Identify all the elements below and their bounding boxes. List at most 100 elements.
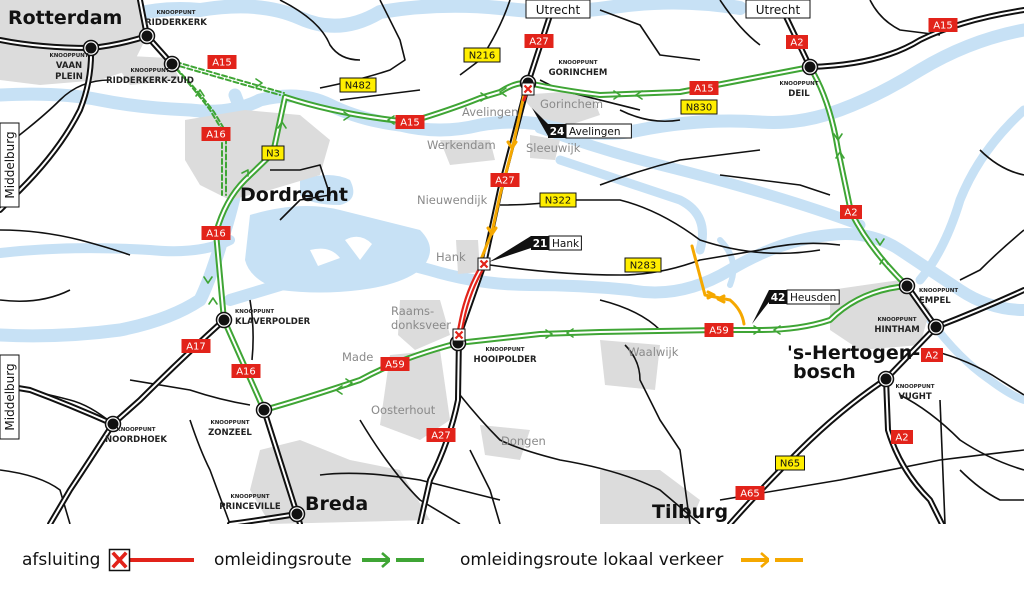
svg-text:KNOOPPUNT: KNOOPPUNT [49,53,88,59]
legend-local-detour: omleidingsroute lokaal verkeer [460,548,805,572]
svg-text:RIDDERKERK: RIDDERKERK [145,18,207,28]
svg-text:NOORDHOEK: NOORDHOEK [105,435,167,445]
svg-text:A2: A2 [790,38,803,49]
svg-text:21: 21 [533,238,548,250]
svg-text:GORINCHEM: GORINCHEM [549,68,608,78]
road-shield-n482: N482 [339,77,377,93]
road-shield-a2: A2 [891,430,913,444]
junction-dot-ridderkerk-zuid [163,55,181,73]
svg-text:Avelingen: Avelingen [569,126,621,138]
junction-dot-princeville [288,505,306,523]
svg-text:KNOOPPUNT: KNOOPPUNT [116,427,155,433]
junction-label: KNOOPPUNT RIDDERKERK [145,10,207,28]
svg-text:RIDDERKERK-ZUID: RIDDERKERK-ZUID [106,76,194,86]
junction-dot-deil [801,58,819,76]
road-shield-a16: A16 [231,364,261,378]
junction-dot-klaverpolder [215,311,233,329]
svg-text:N65: N65 [780,459,800,470]
svg-text:KNOOPPUNT: KNOOPPUNT [919,288,958,294]
town-label: Hank [436,250,466,264]
city-label: Rotterdam [8,7,122,29]
town-label: Sleeuwijk [526,141,581,155]
city-label: Tilburg [652,501,728,523]
svg-text:N830: N830 [686,103,713,114]
svg-text:KNOOPPUNT: KNOOPPUNT [156,10,195,16]
svg-text:A27: A27 [529,37,549,48]
svg-text:A16: A16 [206,229,226,240]
svg-text:PRINCEVILLE: PRINCEVILLE [219,502,281,512]
junction-dot-ridderkerk [138,27,156,45]
svg-text:A59: A59 [385,360,405,371]
svg-text:KNOOPPUNT: KNOOPPUNT [130,68,169,74]
road-shield-n3: N3 [261,145,285,161]
svg-text:EMPEL: EMPEL [919,296,951,306]
detour-map: AvelingenGorinchemWerkendamSleeuwijkNieu… [0,0,1024,524]
junction-dot-vught [877,370,895,388]
road-shield-n830: N830 [680,99,718,115]
svg-text:42: 42 [771,292,786,304]
road-shield-a2: A2 [786,35,808,49]
junction-dot-noordhoek [104,415,122,433]
svg-text:KNOOPPUNT: KNOOPPUNT [210,420,249,426]
local-detour-arrow-icon [741,552,804,568]
road-shield-n65: N65 [775,455,805,471]
junction-dot-hintham [927,318,945,336]
city-label: 's-Hertogen- [787,342,920,364]
town-label: Nieuwendijk [417,193,488,207]
exit-label-avelingen: 24 Avelingen [532,108,632,139]
destination-sign-middelburg: Middelburg [0,122,20,208]
legend-local-detour-label: omleidingsroute lokaal verkeer [460,550,724,570]
road-shield-n283: N283 [624,257,662,273]
closure-markers [452,82,535,342]
svg-text:PLEIN: PLEIN [55,72,83,82]
road-shield-a16: A16 [201,127,231,141]
junction-dot-empel [898,277,916,295]
town-label: Werkendam [427,138,496,152]
svg-text:A15: A15 [212,58,232,69]
svg-text:KNOOPPUNT: KNOOPPUNT [877,317,916,323]
town-label: Raams- [391,304,434,318]
svg-text:A17: A17 [186,342,206,353]
svg-text:VUGHT: VUGHT [898,392,932,402]
junction-label: KNOOPPUNT PRINCEVILLE [219,494,281,512]
detour-routes [171,61,910,413]
legend-detour-label: omleidingsroute [214,550,352,570]
town-label: Made [342,350,373,364]
svg-text:KNOOPPUNT: KNOOPPUNT [558,60,597,66]
svg-text:Utrecht: Utrecht [536,3,581,17]
destination-sign-middelburg: Middelburg [0,354,20,440]
destination-sign-utrecht: Utrecht [525,0,591,19]
legend-closure: afsluiting [22,548,195,572]
road-shield-a16: A16 [201,226,231,240]
svg-text:24: 24 [550,126,565,138]
road-shields: A15A16N3N482A15N216A27A15N830A2A15A27N32… [181,18,958,500]
town-label: Dongen [501,434,546,448]
road-shield-n322: N322 [539,192,577,208]
junction-label: KNOOPPUNT RIDDERKERK-ZUID [106,68,194,86]
svg-text:HOOIPOLDER: HOOIPOLDER [473,355,536,365]
svg-text:KNOOPPUNT: KNOOPPUNT [230,494,269,500]
svg-text:ZONZEEL: ZONZEEL [208,428,252,438]
road-shield-a15: A15 [395,115,425,129]
svg-text:N322: N322 [545,196,572,207]
svg-text:VAAN: VAAN [56,61,82,71]
junction-label: KNOOPPUNT NOORDHOEK [105,427,167,445]
city-label: Dordrecht [240,184,348,206]
svg-text:N3: N3 [266,149,280,160]
legend-closure-label: afsluiting [22,550,101,570]
destination-sign-utrecht: Utrecht [745,0,811,19]
svg-text:A15: A15 [694,84,714,95]
svg-text:Utrecht: Utrecht [756,3,801,17]
road-shield-a2: A2 [921,348,943,362]
closure-icon [477,257,491,271]
svg-text:Middelburg: Middelburg [3,363,17,430]
svg-text:N482: N482 [345,81,372,92]
